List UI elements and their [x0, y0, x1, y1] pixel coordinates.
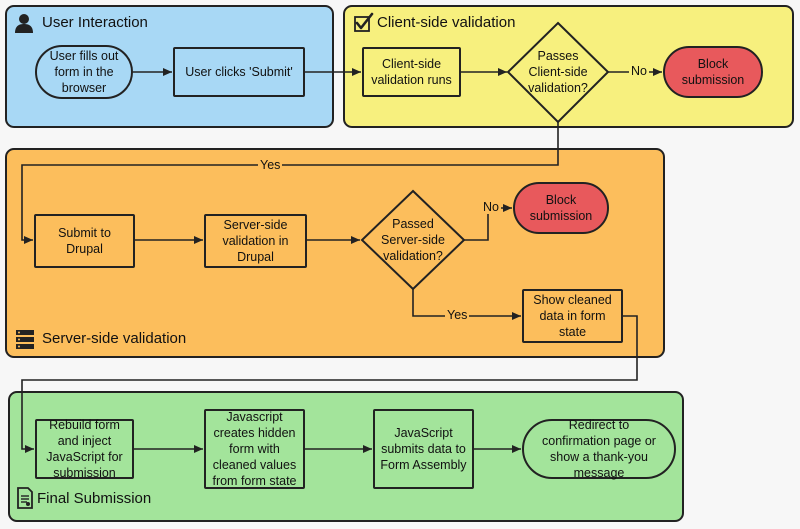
- show-cleaned-data-node: Show cleaned data in form state: [522, 289, 623, 343]
- user-zone-title: User Interaction: [42, 14, 148, 31]
- decision-server-shape: [360, 189, 466, 291]
- js-hidden-form-node: Javascript creates hidden form with clea…: [204, 409, 305, 489]
- client-zone-title: Client-side validation: [377, 14, 516, 31]
- edge-label-client-no: No: [629, 64, 649, 78]
- decision-client-shape: [506, 21, 610, 124]
- edge-passed-yes: [412, 289, 521, 320]
- server-block-submission-node: Block submission: [513, 182, 609, 234]
- server-zone-title: Server-side validation: [42, 330, 187, 347]
- edge-label-server-yes: Yes: [445, 308, 470, 322]
- server-icon: [16, 330, 34, 349]
- edge-label-client-yes: Yes: [258, 158, 283, 172]
- server-decision-label: Passed Server-side validation?: [381, 217, 445, 263]
- user-icon: [15, 14, 33, 33]
- server-validation-drupal-node: Server-side validation in Drupal: [204, 214, 307, 268]
- edge-passes-yes: [21, 122, 559, 244]
- user-fills-form-node: User fills out form in the browser: [35, 45, 133, 99]
- checkmark-icon: [354, 12, 374, 32]
- js-submits-data-node: JavaScript submits data to Form Assembly: [373, 409, 474, 489]
- client-decision-label: Passes Client-side validation?: [528, 49, 588, 95]
- document-icon: [17, 487, 33, 509]
- final-zone-title: Final Submission: [37, 490, 152, 507]
- client-validation-runs-node: Client-side validation runs: [362, 47, 461, 97]
- user-clicks-submit-node: User clicks 'Submit': [173, 47, 305, 97]
- rebuild-form-node: Rebuild form and inject JavaScript for s…: [35, 418, 134, 480]
- edge-label-server-no: No: [481, 200, 501, 214]
- edge-cleaned-to-rebuild: [21, 315, 638, 453]
- redirect-confirmation-node: Redirect to confirmation page or show a …: [522, 418, 676, 480]
- submit-to-drupal-node: Submit to Drupal: [34, 214, 135, 268]
- client-block-submission-node: Block submission: [663, 46, 763, 98]
